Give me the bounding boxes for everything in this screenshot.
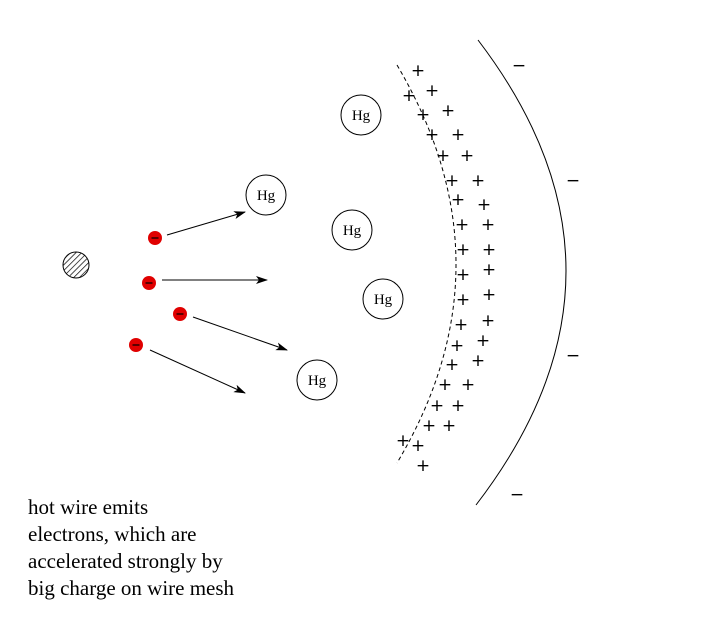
- caption-line: electrons, which are: [28, 522, 197, 546]
- atom-label: Hg: [308, 373, 327, 389]
- plus-charge: +: [411, 436, 425, 456]
- plus-charge: +: [445, 171, 459, 191]
- electron: [148, 231, 162, 245]
- plus-charge: +: [438, 375, 452, 395]
- plus-charge: +: [456, 290, 470, 310]
- electrons: [129, 231, 187, 352]
- plus-charge: +: [471, 351, 485, 371]
- hot-wire-filament: [62, 251, 90, 279]
- plus-charge: +: [461, 375, 475, 395]
- plus-charge: +: [456, 240, 470, 260]
- atom-label: Hg: [352, 108, 371, 124]
- collector-plate: [475, 39, 567, 506]
- plus-charge: +: [455, 215, 469, 235]
- atom-label: Hg: [374, 292, 393, 308]
- plus-charge: +: [482, 240, 496, 260]
- atom-label: Hg: [343, 223, 362, 239]
- mercury-atom: Hg: [340, 94, 382, 136]
- arrow-3: [192, 316, 288, 351]
- plus-charge: +: [422, 416, 436, 436]
- plus-charge: +: [411, 61, 425, 81]
- minus-charge: −: [510, 485, 524, 505]
- plus-charge: +: [436, 146, 450, 166]
- plus-charge: +: [451, 125, 465, 145]
- caption: hot wire emits electrons, which are acce…: [28, 494, 328, 602]
- plus-charge: +: [402, 86, 416, 106]
- positive-charges: ++++++++++++++++++++++++++++++++++++: [396, 61, 496, 476]
- plus-charge: +: [416, 456, 430, 476]
- plus-charge: +: [482, 285, 496, 305]
- plus-charge: +: [425, 81, 439, 101]
- plus-charge: +: [471, 171, 485, 191]
- plus-charge: +: [482, 260, 496, 280]
- atom-circle: [362, 278, 404, 320]
- electron: [129, 338, 143, 352]
- atom-circle: [245, 174, 287, 216]
- atom-circle: [331, 209, 373, 251]
- mercury-atom: Hg: [331, 209, 373, 251]
- arrow-4: [149, 349, 246, 394]
- plus-charge: +: [477, 195, 491, 215]
- mercury-atom: Hg: [296, 359, 338, 401]
- plus-charge: +: [442, 416, 456, 436]
- plus-charge: +: [396, 431, 410, 451]
- plus-charge: +: [460, 146, 474, 166]
- plus-charge: +: [430, 396, 444, 416]
- mercury-atom: Hg: [245, 174, 287, 216]
- plus-charge: +: [416, 105, 430, 125]
- caption-line: big charge on wire mesh: [28, 576, 235, 600]
- caption-line: hot wire emits: [28, 495, 149, 519]
- wire-mesh: [396, 64, 457, 464]
- atom-label: Hg: [257, 188, 276, 204]
- plus-charge: +: [476, 331, 490, 351]
- minus-charge: −: [566, 171, 580, 191]
- plus-charge: +: [451, 190, 465, 210]
- plus-charge: +: [454, 315, 468, 335]
- atom-circle: [340, 94, 382, 136]
- plus-charge: +: [450, 336, 464, 356]
- electron-arrows: [149, 211, 288, 394]
- plus-charge: +: [451, 396, 465, 416]
- plus-charge: +: [456, 265, 470, 285]
- plus-charge: +: [425, 125, 439, 145]
- minus-charge: −: [512, 56, 526, 76]
- electron: [173, 307, 187, 321]
- plus-charge: +: [481, 311, 495, 331]
- mercury-atom: Hg: [362, 278, 404, 320]
- electron: [142, 276, 156, 290]
- plus-charge: +: [481, 215, 495, 235]
- minus-charge: −: [566, 346, 580, 366]
- plus-charge: +: [441, 101, 455, 121]
- negative-charges: − − − −: [510, 56, 580, 505]
- plus-charge: +: [445, 355, 459, 375]
- caption-line: accelerated strongly by: [28, 549, 223, 573]
- atom-circle: [296, 359, 338, 401]
- arrow-1: [166, 211, 246, 236]
